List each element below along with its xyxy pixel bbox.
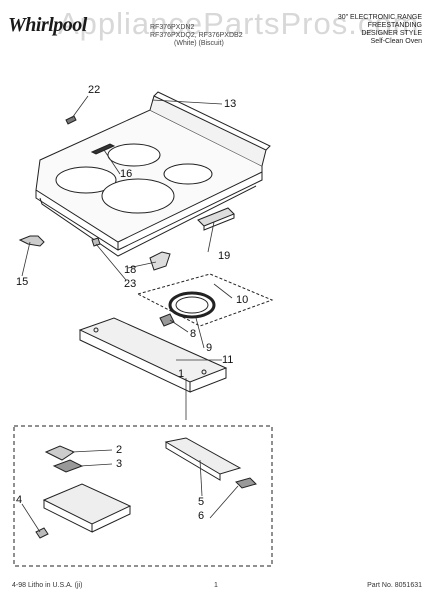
part-5-bracket	[164, 437, 242, 475]
title-line-1: 30" ELECTRONIC RANGE	[337, 14, 422, 21]
callout-18: 18	[124, 264, 137, 276]
watermark-text: AppliancePartsPros.com	[58, 6, 420, 41]
control-parts-group	[13, 425, 273, 567]
callout-9: 9	[206, 342, 213, 354]
callout-4: 4	[16, 494, 23, 506]
callout-19: 19	[218, 250, 231, 262]
control-board	[42, 483, 132, 525]
callout-11: 11	[222, 354, 234, 366]
model-info: RF376PXDN2 RF376PXDQ2, RF376PXDB2 (White…	[150, 24, 243, 48]
title-line-3: DESIGNER STYLE	[361, 30, 422, 37]
part-22-screw	[65, 115, 77, 125]
callout-16: 16	[120, 168, 133, 180]
part-15-clip	[18, 235, 45, 247]
part-3-component	[52, 459, 84, 473]
callout-15: 15	[16, 276, 29, 288]
callout-10: 10	[236, 294, 249, 306]
part-18-bracket	[149, 251, 171, 271]
model-line-3: (White) (Biscuit)	[174, 40, 224, 47]
title-line-2: FREESTANDING	[367, 22, 422, 29]
burner-front-right	[101, 178, 175, 214]
callout-22: 22	[88, 84, 101, 96]
title-line-4: Self-Clean Oven	[370, 38, 422, 45]
part-6-component	[235, 477, 257, 489]
part-2-component	[44, 445, 76, 461]
callout-13: 13	[224, 98, 237, 110]
callout-5: 5	[198, 496, 205, 508]
footer-page-number: 1	[214, 582, 218, 589]
burner-front-left	[55, 166, 117, 194]
cooktop-assembly	[35, 91, 271, 257]
model-line-2: RF376PXDQ2, RF376PXDB2	[150, 32, 243, 39]
callout-2: 2	[116, 444, 123, 456]
footer-part-number: Part No. 8051631	[367, 582, 422, 589]
part-19-bracket	[197, 207, 235, 227]
burner-rear-right	[163, 163, 213, 185]
footer-litho: 4-98 Litho in U.S.A. (ji)	[12, 582, 83, 589]
burner-rear-left	[107, 143, 161, 167]
brand-logo: Whirlpool	[8, 14, 87, 36]
callout-23: 23	[124, 278, 137, 290]
model-line-1: RF376PXDN2	[150, 24, 195, 31]
part-23-clip	[91, 237, 101, 247]
callout-6: 6	[198, 510, 205, 522]
callout-8: 8	[190, 328, 197, 340]
diagram-title: 30" ELECTRONIC RANGE FREESTANDING DESIGN…	[338, 14, 422, 46]
part-4-component	[35, 527, 49, 539]
callout-1: 1	[178, 368, 185, 380]
callout-3: 3	[116, 458, 123, 470]
